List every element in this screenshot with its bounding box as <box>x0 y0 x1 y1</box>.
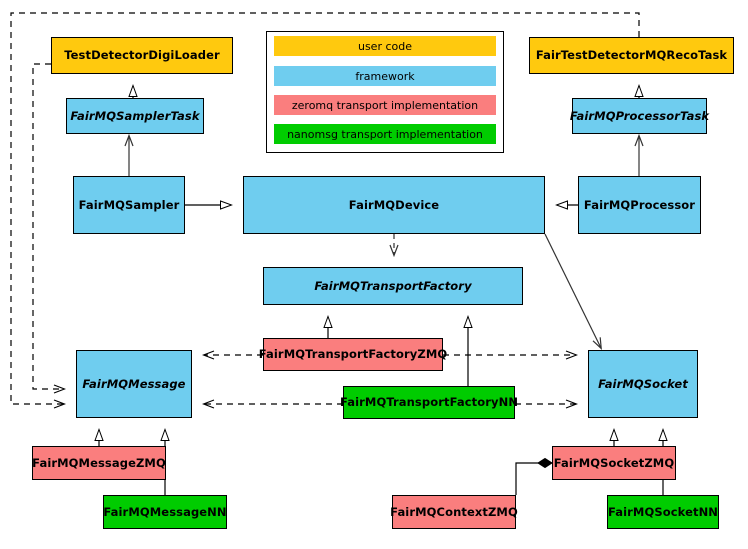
class-node-fairmqmessagenn[interactable]: FairMQMessageNN <box>103 495 227 529</box>
class-node-fairmqtransportfactorynn[interactable]: FairMQTransportFactoryNN <box>339 386 519 419</box>
class-node-label: FairMQSocket <box>598 376 688 391</box>
edge-digiloader-to-message <box>32 63 64 389</box>
legend-item-label: user code <box>357 39 413 53</box>
class-node-label: FairMQProcessor <box>583 197 696 212</box>
class-node-label: FairMQTransportFactoryNN <box>339 395 519 410</box>
class-node-fairmqmessagezmq[interactable]: FairMQMessageZMQ <box>32 446 166 480</box>
class-node-fairtestdetectormqrecotask[interactable]: FairTestDetectorMQRecoTask <box>529 37 734 74</box>
class-node-fairmqsampler[interactable]: FairMQSampler <box>73 176 185 234</box>
class-node-fairmqdevice[interactable]: FairMQDevice <box>243 176 545 234</box>
legend-item-zeromq: zeromq transport implementation <box>274 95 496 115</box>
legend-item-label: nanomsg transport implementation <box>287 127 483 141</box>
class-node-fairmqsocketzmq[interactable]: FairMQSocketZMQ <box>552 446 676 480</box>
legend-item-user-code: user code <box>274 36 496 56</box>
legend-item-nanomsg: nanomsg transport implementation <box>274 124 496 144</box>
class-node-label: FairMQSampler <box>78 197 180 212</box>
class-node-label: FairMQProcessorTask <box>569 108 710 123</box>
class-node-fairmqsocket[interactable]: FairMQSocket <box>588 350 698 418</box>
class-node-fairmqprocessortask[interactable]: FairMQProcessorTask <box>569 98 710 134</box>
class-node-label: FairMQTransportFactory <box>314 278 472 293</box>
class-node-fairmqtransportfactoryzmq[interactable]: FairMQTransportFactoryZMQ <box>259 338 447 371</box>
class-node-label: FairMQTransportFactoryZMQ <box>258 347 448 362</box>
class-node-label: FairMQMessageZMQ <box>32 455 166 470</box>
class-node-label: FairMQMessage <box>82 376 186 391</box>
class-node-label: FairMQSocketZMQ <box>553 455 675 470</box>
class-node-fairmqcontextzmq[interactable]: FairMQContextZMQ <box>390 495 518 529</box>
class-node-fairmqsocketnn[interactable]: FairMQSocketNN <box>607 495 719 529</box>
legend-item-label: zeromq transport implementation <box>291 98 479 112</box>
edge-device-to-socket <box>544 233 601 348</box>
class-node-label: FairMQMessageNN <box>103 504 227 519</box>
class-node-label: FairMQSocketNN <box>607 504 719 519</box>
class-node-testdetectordigiloader[interactable]: TestDetectorDigiLoader <box>51 37 233 74</box>
edge-socketzmq-to-contextzmq <box>515 457 553 495</box>
legend-item-label: framework <box>355 69 415 83</box>
class-node-label: TestDetectorDigiLoader <box>64 48 220 63</box>
class-node-fairmqtransportfactory[interactable]: FairMQTransportFactory <box>263 267 523 305</box>
class-node-fairmqprocessor[interactable]: FairMQProcessor <box>578 176 701 234</box>
class-node-label: FairTestDetectorMQRecoTask <box>535 48 728 63</box>
class-node-label: FairMQContextZMQ <box>390 504 518 519</box>
class-node-label: FairMQSamplerTask <box>70 108 200 123</box>
edge-recotask-to-message <box>10 12 640 404</box>
legend-item-framework: framework <box>274 66 496 86</box>
class-node-fairmqsamplertask[interactable]: FairMQSamplerTask <box>66 98 204 134</box>
class-node-label: FairMQDevice <box>348 197 440 212</box>
class-node-fairmqmessage[interactable]: FairMQMessage <box>76 350 192 418</box>
